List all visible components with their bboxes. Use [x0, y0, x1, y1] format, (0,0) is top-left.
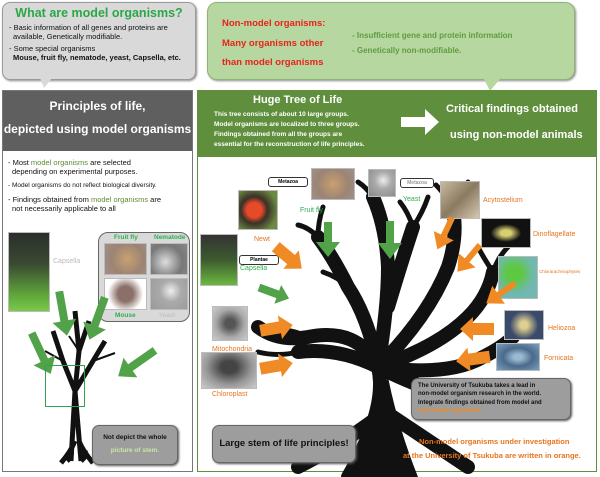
nematode-photo [150, 243, 188, 275]
stem-note-line: picture of stem. [110, 447, 160, 454]
newt-label: Newt [254, 236, 270, 243]
plantae-tag: Plantae [239, 255, 279, 265]
orange-arrow-icon [271, 242, 302, 269]
nonmodel-heading: Non-model organisms: [222, 18, 326, 29]
capsella-photo [200, 234, 238, 286]
green-arrow-icon [118, 347, 158, 378]
bullet-line: not necessarily applicable to all [12, 204, 116, 213]
fruit-fly-photo [104, 243, 147, 275]
chloroplast-photo [201, 352, 257, 389]
callout-tail [484, 79, 500, 91]
left-panel-header: Principles of life, depicted using model… [3, 91, 192, 151]
large-stem-box: Large stem of life principles! [212, 425, 356, 463]
callout-line: Mouse, fruit fly, nematode, yeast, Capse… [13, 53, 181, 62]
green-arrow-icon [316, 222, 340, 257]
tree-description: essential for the reconstruction of life… [214, 141, 365, 148]
bullet-line: depending on experimental purposes. [12, 167, 138, 176]
mitochondria-photo [212, 306, 248, 341]
heliozoa-label: Heliozoa [548, 325, 576, 332]
tsukuba-note-box: The University of Tsukuba takes a lead i… [411, 378, 571, 420]
callout-line: available, Genetically modifiable. [13, 32, 123, 41]
orange-arrow-icon [433, 216, 455, 250]
acytostelium-label: Acytostelium [483, 197, 523, 204]
nonmodel-organisms-callout: Non-model organisms: Many organisms othe… [207, 2, 575, 80]
arrows-layer [257, 216, 517, 378]
stem-note-line: Not depict the whole [103, 434, 167, 441]
yeast-photo [150, 278, 188, 310]
right-panel-header: Huge Tree of Life This tree consists of … [198, 91, 596, 157]
left-panel-subtitle: depicted using model organisms [3, 122, 192, 136]
footer-line: at the University of Tsukuba are written… [403, 451, 581, 460]
small-tree-illustration [28, 291, 158, 465]
dinoflagellate-photo [481, 218, 531, 248]
capsella-photo [8, 232, 50, 312]
green-arrow-icon [378, 221, 402, 259]
tree-description: Findings obtained from all the groups ar… [214, 131, 343, 138]
orange-arrow-icon [456, 347, 491, 372]
callout-line: - Some special organisms [9, 44, 96, 53]
critical-findings-line: Critical findings obtained [446, 103, 579, 115]
green-arrow-icon [52, 291, 77, 336]
model-organisms-panel: Principles of life, depicted using model… [2, 90, 193, 472]
critical-findings-line: using non-model animals [450, 129, 583, 141]
nonmodel-property: - Genetically non-modifiable. [352, 46, 462, 55]
tsukuba-note-orange-line: non-model organisms. [418, 408, 483, 414]
model-organisms-callout: What are model organisms? - Basic inform… [2, 2, 196, 80]
orange-arrow-icon [259, 353, 293, 378]
bullet-line: - Model organisms do not reflect biologi… [8, 182, 157, 189]
tsukuba-note-line: The University of Tsukuba takes a lead i… [418, 383, 536, 389]
tsukuba-note-line: non-model organism research in the world… [418, 391, 542, 397]
acytostelium-photo [440, 181, 480, 219]
fruit-fly-photo [311, 168, 355, 200]
mitochondria-label: Mitochondria [212, 346, 253, 353]
callout-line: - Basic information of all genes and pro… [9, 23, 168, 32]
stem-highlight-box [45, 365, 85, 407]
newt-photo [238, 190, 278, 230]
footer-line: Non-model organisms under investigation [419, 437, 570, 446]
nonmodel-heading: Many organisms other [222, 38, 324, 49]
fornicata-label: Fornicata [544, 355, 574, 362]
chlorarachniophytes-label: Chlorarachniophytes [539, 269, 581, 274]
tree-of-life-title: Huge Tree of Life [253, 94, 343, 106]
nematode-label: Nematode [154, 234, 186, 241]
tree-description: This tree consists of about 10 large gro… [214, 111, 349, 118]
orange-arrow-icon [457, 243, 483, 272]
tsukuba-note-line: Integrate findings obtained from model a… [418, 400, 542, 406]
green-arrow-icon [83, 296, 109, 340]
metazoa-tag: Metazoa [268, 177, 308, 187]
green-arrow-icon [257, 283, 290, 304]
nonmodel-property: - Insufficient gene and protein informat… [352, 31, 513, 40]
model-organisms-title: What are model organisms? [15, 6, 183, 20]
orange-arrow-icon [259, 315, 293, 340]
yeast-label: Yeast [403, 196, 421, 203]
tree-of-life-panel: Huge Tree of Life This tree consists of … [197, 90, 597, 477]
green-arrow-icon [28, 331, 56, 374]
metazoa-tag: Metazoa [400, 178, 434, 188]
yeast-photo [368, 169, 396, 197]
chloroplast-label: Chloroplast [212, 391, 248, 398]
capsella-label: Capsella [53, 258, 81, 265]
right-arrow-icon [401, 109, 439, 135]
large-stem-text: Large stem of life principles! [219, 438, 349, 449]
mouse-photo [104, 278, 147, 310]
stem-note-box: Not depict the whole picture of stem. [92, 425, 178, 465]
capsella-label: Capsella [240, 265, 268, 272]
yeast-label: Yeast [159, 312, 176, 319]
mouse-label: Mouse [115, 312, 136, 319]
orange-arrow-icon [460, 317, 494, 341]
dinoflagellate-label: Dinoflagellate [533, 231, 576, 238]
fruit-fly-label: Fruit fly [300, 207, 323, 214]
nonmodel-heading: than model organisms [222, 57, 324, 68]
left-panel-title: Principles of life, [49, 99, 146, 113]
bullet-line: - Findings obtained from model organisms… [8, 195, 162, 204]
fornicata-photo [496, 343, 540, 371]
tree-description: Model organisms are localized to three g… [214, 121, 360, 128]
heliozoa-photo [504, 310, 544, 340]
bullet-line: - Most model organisms are selected [8, 158, 131, 167]
callout-tail [40, 78, 52, 88]
orange-arrow-icon [486, 280, 517, 304]
model-organisms-bubble: Fruit fly Nematode Mouse Yeast [98, 232, 190, 322]
fruit-fly-label: Fruit fly [114, 234, 138, 241]
